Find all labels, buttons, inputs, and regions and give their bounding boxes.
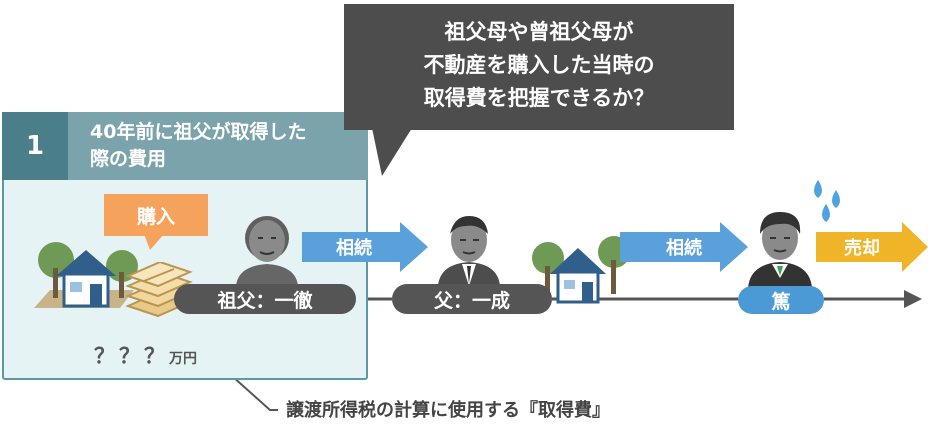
timeline-arrowhead <box>904 290 922 308</box>
father-icon <box>438 216 500 286</box>
panel-number: 1 <box>2 112 68 180</box>
son-icon <box>748 212 812 288</box>
acquisition-amount: ？？？万円 <box>94 340 197 370</box>
house-trees-icon <box>532 236 630 304</box>
amount-unit: 万円 <box>169 351 197 367</box>
question-line1: 祖父母や曾祖父母が <box>444 20 634 44</box>
inherit-arrow-1-label: 相続 <box>336 238 372 259</box>
panel-title-line2: 際の費用 <box>90 148 167 170</box>
bubble-tail <box>372 128 412 176</box>
inherit-arrow-1 <box>302 222 428 272</box>
sale-arrow <box>816 222 928 272</box>
house-trees-icon <box>34 242 138 308</box>
buy-tag: 購入 <box>104 194 208 236</box>
question-line3: 取得費を把握できるか？ <box>423 86 655 110</box>
amount-value: ？？？ <box>94 344 169 368</box>
inherit-arrow-2 <box>620 222 748 272</box>
inherit-arrow-2-label: 相続 <box>666 238 702 259</box>
father-name: 父：一成 <box>392 284 552 314</box>
question-bubble: 祖父母や曾祖父母が 不動産を購入した当時の 取得費を把握できるか？ <box>344 4 734 130</box>
acquisition-cost-note: 譲渡所得税の計算に使用する『取得費』 <box>286 400 610 421</box>
son-name: 篤 <box>738 286 824 314</box>
panel-title: 40年前に祖父が取得した 際の費用 <box>68 112 368 180</box>
panel-title-line1: 40年前に祖父が取得した <box>90 121 307 143</box>
grandfather-name: 祖父：一徹 <box>174 284 356 314</box>
buy-tag-tail <box>144 234 164 250</box>
sale-arrow-label: 売却 <box>844 238 880 259</box>
sweat-drops-icon <box>814 180 840 222</box>
grandfather-icon <box>236 216 298 286</box>
question-line2: 不動産を購入した当時の <box>423 53 655 77</box>
